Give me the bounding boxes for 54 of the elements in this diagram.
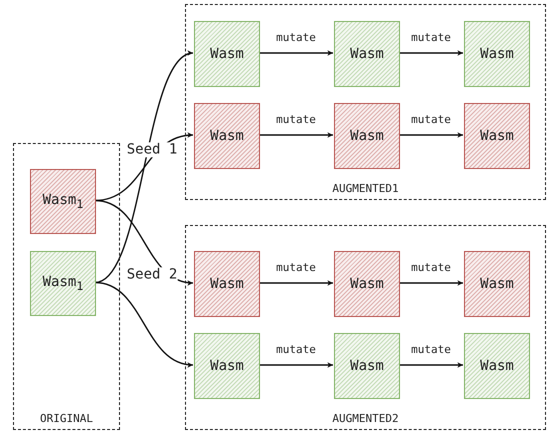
box-label: Wasm xyxy=(210,358,244,374)
edge-label: mutate xyxy=(411,32,451,44)
process-box xyxy=(334,251,400,317)
edge-label: mutate xyxy=(411,114,451,126)
process-box xyxy=(334,103,400,169)
process-box xyxy=(30,251,96,316)
box-label: Wasm xyxy=(210,276,244,292)
edge-label: Seed 2 xyxy=(126,267,178,283)
box-label: Wasm xyxy=(480,358,514,374)
box-label: Wasm xyxy=(350,46,384,62)
box-label: Wasm xyxy=(350,276,384,292)
process-box xyxy=(464,103,530,169)
arrow xyxy=(399,50,463,56)
arrow xyxy=(399,132,463,138)
process-box xyxy=(464,333,530,399)
edge-label: Seed 1 xyxy=(126,142,178,158)
box-label: Wasm xyxy=(210,46,244,62)
arrow xyxy=(259,280,333,286)
box-label: Wasm xyxy=(350,358,384,374)
box-label: Wasm xyxy=(480,128,514,144)
group-title: AUGMENTED1 xyxy=(332,182,399,195)
group-title: AUGMENTED2 xyxy=(332,412,399,425)
box-label: Wasm xyxy=(210,128,244,144)
edge-label: mutate xyxy=(276,262,316,274)
group-title: ORIGINAL xyxy=(40,412,93,425)
arrow xyxy=(399,362,463,368)
box-label: Wasm xyxy=(480,276,514,292)
group-container xyxy=(185,225,546,430)
process-box xyxy=(194,21,260,87)
arrow xyxy=(259,50,333,56)
box-label: Wasm xyxy=(350,128,384,144)
arrow xyxy=(259,132,333,138)
box-label: Wasm$_{1}$ xyxy=(42,192,84,211)
box-label: Wasm$_{1}$ xyxy=(42,274,84,293)
edge-label: mutate xyxy=(411,262,451,274)
process-box xyxy=(30,169,96,234)
edge-label: mutate xyxy=(276,114,316,126)
edge-label: mutate xyxy=(411,344,451,356)
process-box xyxy=(464,251,530,317)
group-container xyxy=(13,143,120,430)
edge-label: mutate xyxy=(276,344,316,356)
arrow xyxy=(94,282,194,367)
arrow xyxy=(259,362,333,368)
arrow xyxy=(94,52,194,284)
process-box xyxy=(194,251,260,317)
process-box xyxy=(194,103,260,169)
group-container xyxy=(185,4,546,200)
process-box xyxy=(334,21,400,87)
arrow xyxy=(399,280,463,286)
box-label: Wasm xyxy=(480,46,514,62)
edge-label: mutate xyxy=(276,32,316,44)
process-box xyxy=(464,21,530,87)
process-box xyxy=(334,333,400,399)
process-box xyxy=(194,333,260,399)
